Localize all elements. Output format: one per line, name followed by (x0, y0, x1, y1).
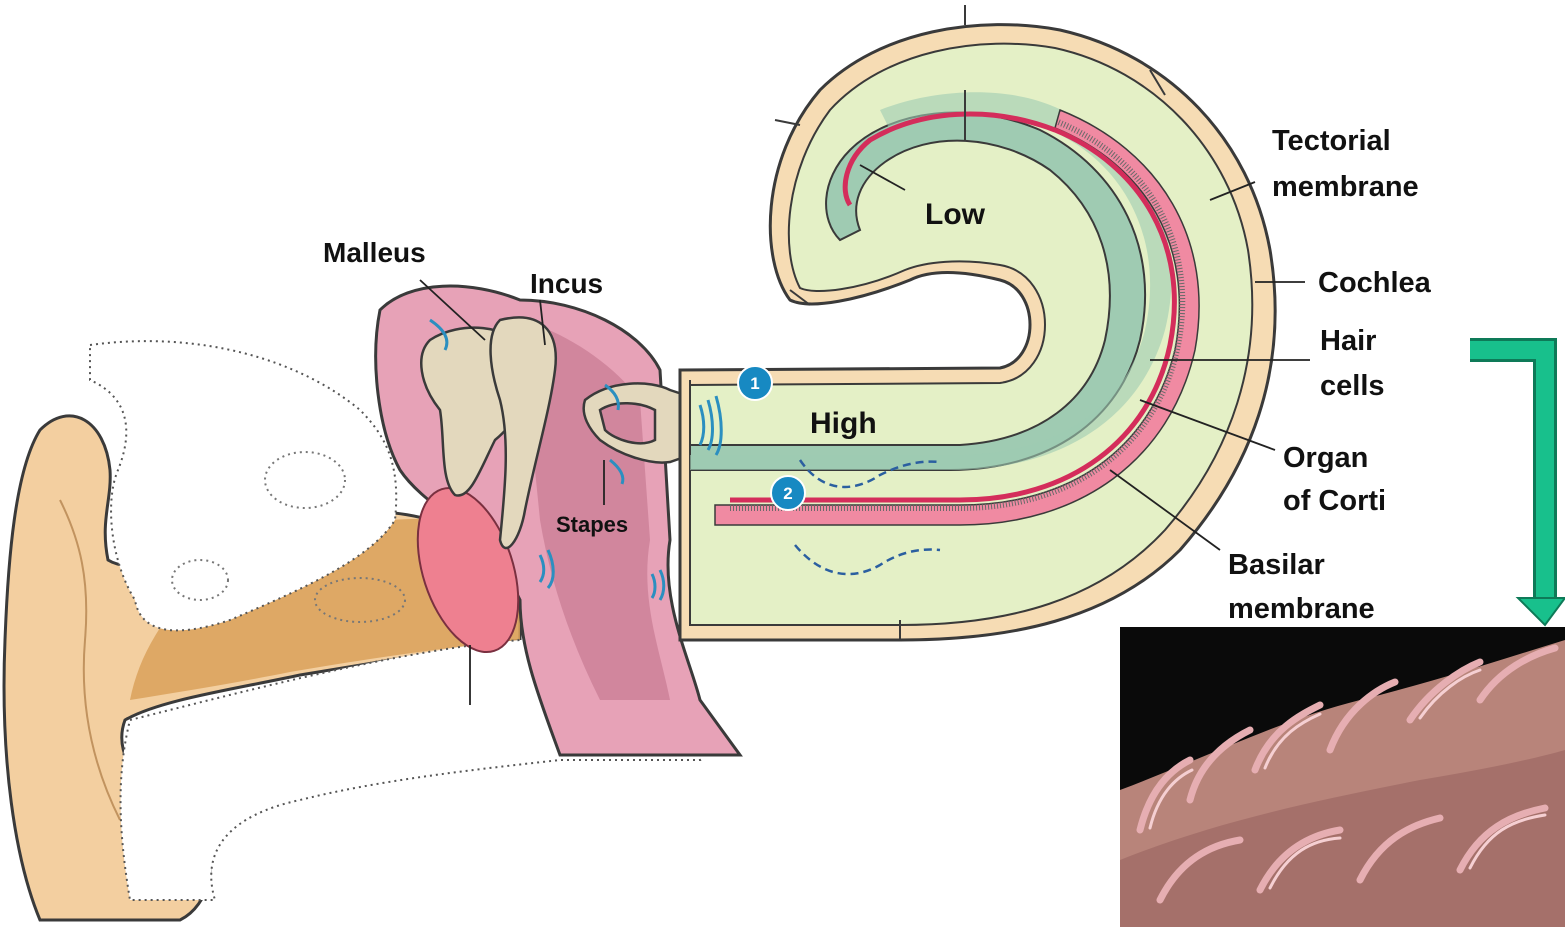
label-hair-cells-2: cells (1320, 370, 1385, 402)
label-organ-of-corti-1: Organ (1283, 442, 1368, 474)
label-cochlea: Cochlea (1318, 267, 1432, 299)
badge-1: 1 (738, 366, 772, 400)
label-organ-of-corti-2: of Corti (1283, 485, 1386, 517)
green-arrow (1470, 350, 1565, 625)
label-stapes: Stapes (556, 512, 628, 537)
badge-2: 2 (771, 476, 805, 510)
label-hair-cells-1: Hair (1320, 325, 1376, 357)
label-high: High (810, 407, 877, 440)
svg-text:2: 2 (783, 484, 792, 503)
label-tectorial-membrane-1: Tectorial (1272, 125, 1391, 157)
cochlea (680, 5, 1275, 640)
label-low: Low (925, 198, 986, 231)
label-tectorial-membrane-2: membrane (1272, 171, 1419, 203)
hair-cell-micrograph (1120, 627, 1565, 927)
svg-text:1: 1 (750, 374, 759, 393)
label-malleus: Malleus (323, 237, 426, 268)
label-incus: Incus (530, 268, 603, 299)
label-basilar-membrane-2: membrane (1228, 593, 1375, 625)
label-basilar-membrane-1: Basilar (1228, 549, 1325, 581)
